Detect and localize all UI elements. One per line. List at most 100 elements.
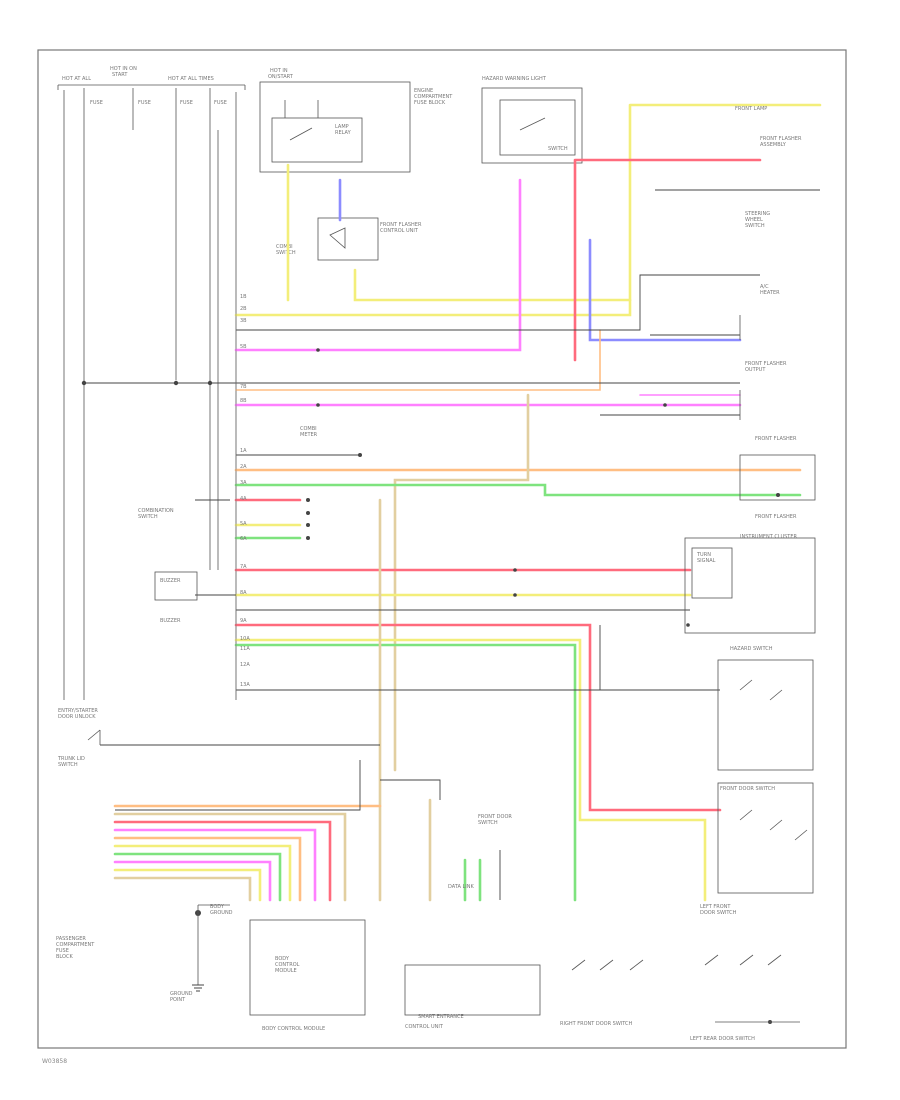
- svg-text:FRONT FLASHER: FRONT FLASHER: [760, 136, 802, 142]
- svg-text:COMBI: COMBI: [276, 244, 293, 250]
- svg-text:FUSE: FUSE: [56, 948, 69, 954]
- svg-text:SIGNAL: SIGNAL: [697, 558, 716, 564]
- svg-text:SMART ENTRANCE: SMART ENTRANCE: [418, 1014, 464, 1020]
- svg-text:BUZZER: BUZZER: [160, 578, 181, 584]
- svg-text:SWITCH: SWITCH: [548, 146, 568, 152]
- svg-text:COMPARTMENT: COMPARTMENT: [56, 942, 95, 948]
- right-component-labels: FRONT LAMP FRONT FLASHER ASSEMBLY STEERI…: [696, 106, 802, 916]
- black-wires: [84, 189, 820, 900]
- svg-text:HOT IN: HOT IN: [270, 68, 288, 74]
- svg-text:1A: 1A: [240, 448, 247, 454]
- bottom-component-labels: BODY CONTROL MODULE BODY CONTROL MODULE …: [262, 814, 755, 1042]
- svg-text:SWITCH: SWITCH: [478, 820, 498, 826]
- svg-text:3A: 3A: [240, 480, 247, 486]
- svg-text:FRONT DOOR SWITCH: FRONT DOOR SWITCH: [720, 786, 775, 792]
- svg-text:ENGINE: ENGINE: [414, 88, 433, 94]
- svg-text:METER: METER: [300, 432, 318, 438]
- connector-pin-labels: 1B 2B 3B 5B 7B 8B 1A 2A 3A 4A 5A 6A 7A 8…: [240, 294, 250, 688]
- svg-text:FUSE: FUSE: [138, 100, 151, 106]
- svg-text:LEFT REAR DOOR SWITCH: LEFT REAR DOOR SWITCH: [690, 1036, 755, 1042]
- svg-text:TURN: TURN: [696, 552, 711, 558]
- svg-text:FRONT FLASHER: FRONT FLASHER: [755, 436, 797, 442]
- svg-text:GROUND: GROUND: [170, 991, 193, 997]
- svg-text:DOOR UNLOCK: DOOR UNLOCK: [58, 714, 96, 720]
- fuse-labels: HOT AT ALL HOT IN ON START HOT AT ALL TI…: [62, 66, 227, 106]
- svg-text:FRONT DOOR: FRONT DOOR: [478, 814, 512, 820]
- ignition-labels: HOT IN ON/START LAMP RELAY ENGINE COMPAR…: [268, 68, 453, 136]
- svg-text:OUTPUT: OUTPUT: [745, 367, 766, 373]
- svg-text:FUSE BLOCK: FUSE BLOCK: [414, 100, 446, 106]
- svg-text:WHEEL: WHEEL: [745, 217, 763, 223]
- svg-text:7B: 7B: [240, 384, 247, 390]
- svg-text:8B: 8B: [240, 398, 247, 404]
- svg-text:HOT IN ON: HOT IN ON: [110, 66, 137, 72]
- svg-text:ASSEMBLY: ASSEMBLY: [760, 142, 787, 148]
- diagram-border: [37, 49, 847, 1049]
- svg-text:STEERING: STEERING: [745, 211, 770, 217]
- svg-text:DATA LINK: DATA LINK: [448, 884, 474, 890]
- svg-text:TRUNK LID: TRUNK LID: [57, 756, 85, 762]
- svg-text:CONTROL: CONTROL: [275, 962, 300, 968]
- svg-text:SWITCH: SWITCH: [58, 762, 78, 768]
- svg-text:CONTROL UNIT: CONTROL UNIT: [380, 228, 419, 234]
- svg-text:12A: 12A: [240, 662, 250, 668]
- svg-text:FUSE: FUSE: [90, 100, 103, 106]
- left-components: [87, 571, 230, 985]
- svg-text:5A: 5A: [240, 521, 247, 527]
- svg-text:4A: 4A: [240, 496, 247, 502]
- ignition-switch: [259, 81, 411, 173]
- svg-text:HAZARD WARNING LIGHT: HAZARD WARNING LIGHT: [482, 76, 547, 82]
- svg-text:BODY: BODY: [275, 956, 290, 962]
- svg-text:HAZARD SWITCH: HAZARD SWITCH: [730, 646, 773, 652]
- svg-text:10A: 10A: [240, 636, 250, 642]
- svg-text:FUSE: FUSE: [214, 100, 227, 106]
- relay-block: [317, 217, 379, 261]
- svg-text:FRONT FLASHER: FRONT FLASHER: [745, 361, 787, 367]
- svg-text:SWITCH: SWITCH: [745, 223, 765, 229]
- svg-text:PASSENGER: PASSENGER: [56, 936, 86, 942]
- svg-text:2A: 2A: [240, 464, 247, 470]
- ground-symbol-icon: [192, 984, 204, 992]
- svg-text:INSTRUMENT CLUSTER: INSTRUMENT CLUSTER: [740, 534, 798, 540]
- left-component-labels: COMBINATION SWITCH BUZZER BUZZER ENTRY/S…: [56, 426, 318, 1003]
- svg-text:BLOCK: BLOCK: [56, 954, 73, 960]
- bottom-components: [249, 919, 800, 1023]
- svg-text:FRONT FLASHER: FRONT FLASHER: [755, 514, 797, 520]
- wires: [113, 103, 822, 902]
- svg-text:3B: 3B: [240, 318, 247, 324]
- svg-text:BODY CONTROL MODULE: BODY CONTROL MODULE: [262, 1026, 325, 1032]
- svg-text:SWITCH: SWITCH: [276, 250, 296, 256]
- svg-text:ENTRY/STARTER: ENTRY/STARTER: [58, 708, 98, 714]
- svg-text:START: START: [112, 72, 128, 78]
- svg-text:BODY: BODY: [210, 904, 225, 910]
- svg-text:FRONT LAMP: FRONT LAMP: [735, 106, 767, 112]
- right-components: [684, 315, 816, 894]
- svg-text:RELAY: RELAY: [335, 130, 352, 136]
- svg-text:11A: 11A: [240, 646, 250, 652]
- svg-text:COMBI: COMBI: [300, 426, 317, 432]
- svg-text:COMBINATION: COMBINATION: [138, 508, 174, 514]
- svg-text:1B: 1B: [240, 294, 247, 300]
- svg-text:RIGHT FRONT DOOR SWITCH: RIGHT FRONT DOOR SWITCH: [560, 1021, 633, 1027]
- svg-text:BUZZER: BUZZER: [160, 618, 181, 624]
- svg-text:FUSE: FUSE: [180, 100, 193, 106]
- svg-text:2B: 2B: [240, 306, 247, 312]
- svg-text:GROUND: GROUND: [210, 910, 233, 916]
- svg-text:SWITCH: SWITCH: [138, 514, 158, 520]
- svg-text:13A: 13A: [240, 682, 250, 688]
- svg-text:ON/START: ON/START: [268, 74, 294, 80]
- hazard-switch: [481, 87, 583, 164]
- svg-text:5B: 5B: [240, 344, 247, 350]
- svg-text:LAMP: LAMP: [335, 124, 349, 130]
- svg-text:A/C: A/C: [760, 284, 769, 290]
- svg-text:HOT AT ALL TIMES: HOT AT ALL TIMES: [168, 76, 214, 82]
- svg-text:COMPARTMENT: COMPARTMENT: [414, 94, 453, 100]
- relay-label: FRONT FLASHER: [380, 222, 422, 228]
- svg-text:8A: 8A: [240, 590, 247, 596]
- svg-text:HEATER: HEATER: [760, 290, 780, 296]
- svg-text:9A: 9A: [240, 618, 247, 624]
- svg-text:CONTROL UNIT: CONTROL UNIT: [405, 1024, 444, 1030]
- diagram-code: W03858: [42, 1058, 68, 1065]
- svg-text:POINT: POINT: [170, 997, 186, 1003]
